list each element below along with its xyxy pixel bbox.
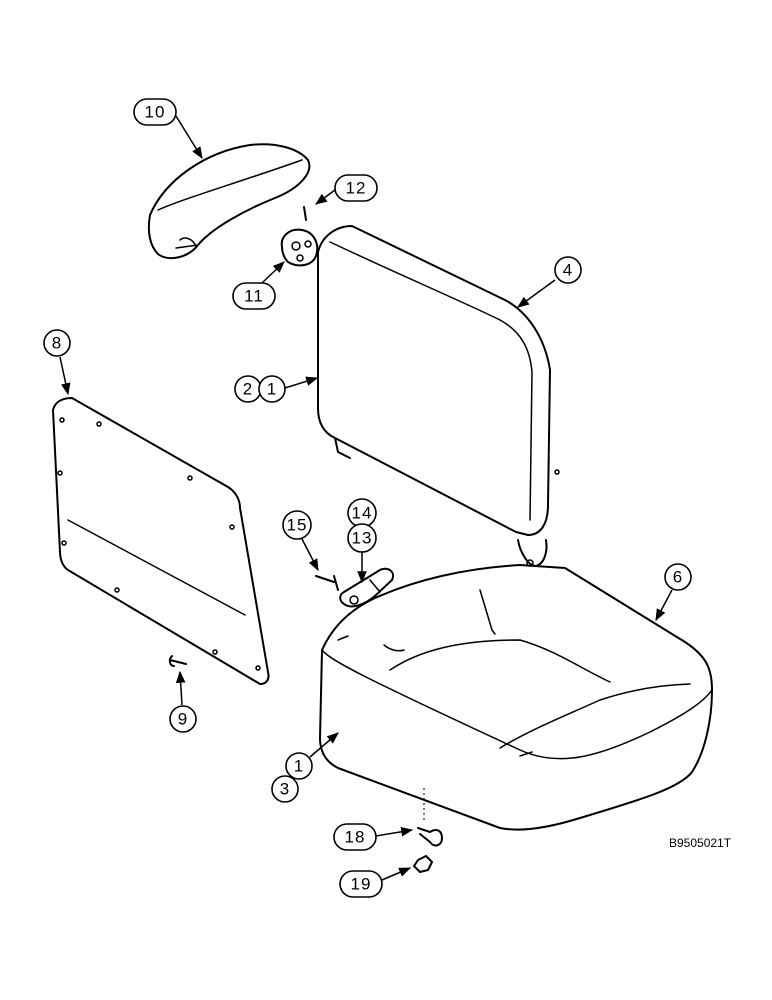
callout-4-label: 4 — [563, 261, 573, 280]
callout-3-label: 3 — [280, 780, 290, 799]
callout-9: 9 — [169, 670, 197, 733]
knob-part — [280, 228, 319, 267]
seat-hardware-part — [413, 788, 443, 873]
callout-15-label: 15 — [287, 516, 308, 535]
armrest-part — [147, 143, 311, 260]
callout-8: 8 — [43, 329, 71, 396]
callout-19-label: 19 — [351, 875, 372, 894]
callout-6-label: 6 — [673, 568, 683, 587]
seat-cushion-part — [319, 564, 713, 831]
callout-15: 15 — [282, 510, 319, 572]
callout-8-label: 8 — [52, 334, 62, 353]
callout-14-label: 14 — [352, 504, 373, 523]
callout-10: 10 — [133, 98, 203, 160]
callout-6: 6 — [655, 563, 692, 622]
callout-12-label: 12 — [346, 179, 367, 198]
figure-code: B9505021T — [669, 836, 732, 850]
callout-14-13: 14 13 — [347, 498, 377, 584]
screw-9-part — [168, 655, 187, 667]
callout-2-1-backrest: 2 1 — [234, 375, 319, 403]
side-panel-part — [52, 397, 270, 685]
callout-1-cushion-label: 1 — [294, 757, 304, 776]
screw-15-part — [315, 575, 339, 591]
callout-13-label: 13 — [352, 529, 373, 548]
callout-9-label: 9 — [178, 710, 188, 729]
callout-19: 19 — [339, 867, 412, 898]
callout-10-label: 10 — [145, 103, 166, 122]
callout-18-label: 18 — [345, 828, 366, 847]
callout-1-backrest-label: 1 — [267, 380, 277, 399]
callout-18: 18 — [333, 823, 414, 851]
callout-4: 4 — [517, 256, 582, 308]
pin-part — [303, 206, 307, 221]
callout-12: 12 — [315, 174, 378, 205]
callout-11: 11 — [232, 261, 285, 310]
bracket-part — [339, 567, 394, 608]
callout-11-label: 11 — [244, 287, 264, 306]
callout-1-3-cushion: 1 3 — [271, 732, 339, 803]
callout-2-label: 2 — [243, 380, 253, 399]
